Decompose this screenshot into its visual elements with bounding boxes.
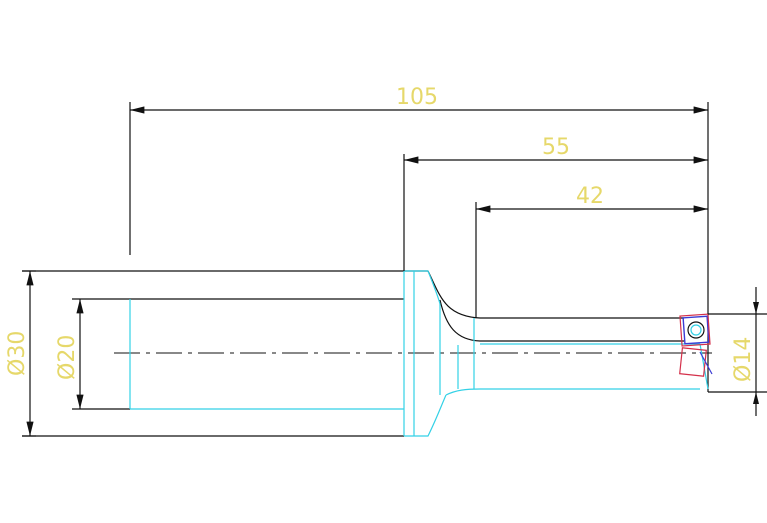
dimension-105: 105 <box>130 85 708 114</box>
dim-label-105: 105 <box>396 85 438 110</box>
body-cyan-edges <box>129 270 709 437</box>
dimension-d14: Ø14 <box>731 287 759 416</box>
dim-label-42: 42 <box>576 184 604 209</box>
insert-bottom <box>679 347 713 377</box>
dimension-d30: Ø30 <box>5 271 34 436</box>
dim-label-d20: Ø20 <box>55 335 80 380</box>
dim-label-d30: Ø30 <box>5 331 30 376</box>
extension-lines <box>22 102 767 437</box>
dimension-42: 42 <box>476 184 708 213</box>
insert-top <box>679 313 711 347</box>
dimension-55: 55 <box>404 135 708 164</box>
dim-label-55: 55 <box>542 135 570 160</box>
dimension-d20: Ø20 <box>55 299 84 409</box>
dim-label-d14: Ø14 <box>731 337 756 382</box>
